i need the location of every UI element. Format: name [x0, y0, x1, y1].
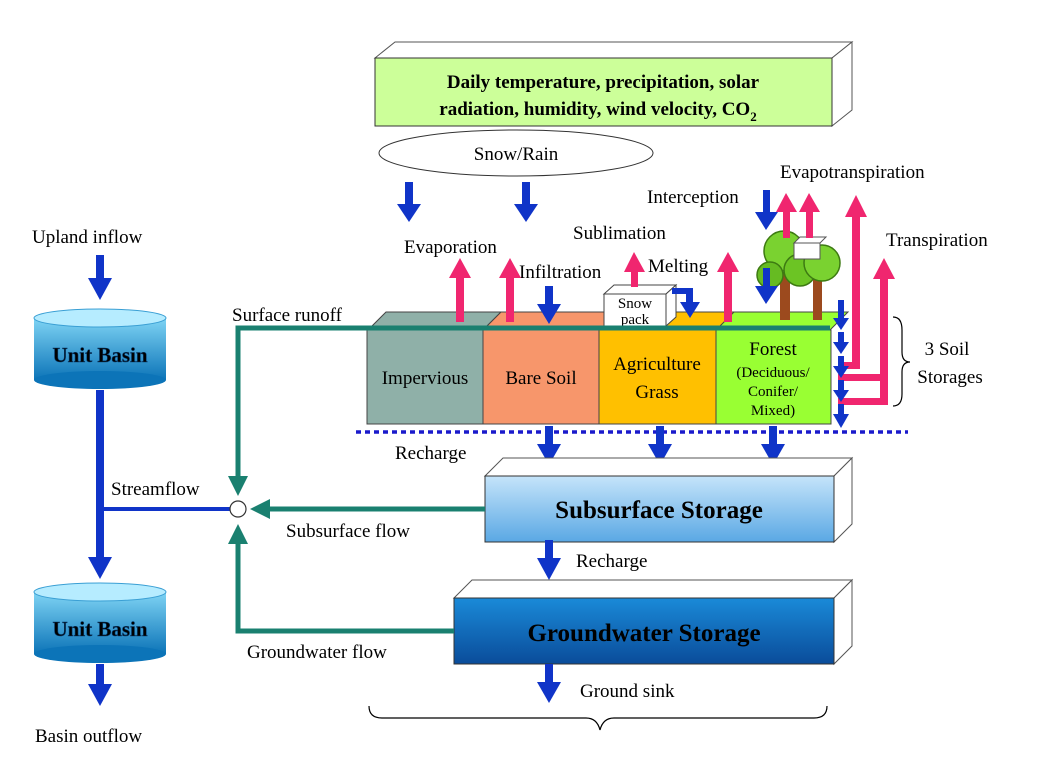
soil-layer-arrows	[833, 300, 849, 428]
snow-rain-ellipse: Snow/Rain	[378, 129, 654, 177]
recharge-bottom-label: Recharge	[576, 551, 647, 572]
surface-runoff-label: Surface runoff	[232, 305, 343, 326]
subsurface-storage-box: Subsurface Storage	[483, 456, 854, 544]
subsurface-storage-label: Subsurface Storage	[555, 497, 763, 524]
surface-runoff-flow	[228, 325, 830, 496]
groundwater-flow-line	[228, 524, 454, 634]
groundwater-storage-box: Groundwater Storage	[452, 578, 854, 666]
soil-storages-label-line2: Storages	[917, 367, 982, 388]
recharge-arrow	[537, 426, 561, 465]
transpiration-arrow	[838, 258, 895, 405]
transpiration-arrow	[838, 195, 867, 369]
groundwater-storage-label: Groundwater Storage	[527, 620, 760, 647]
agriculture-box	[598, 329, 717, 425]
infiltration-label: Infiltration	[519, 262, 602, 283]
evapotranspiration-arrow	[776, 193, 797, 238]
melting-label: Melting	[648, 256, 709, 277]
transpiration-label: Transpiration	[886, 230, 988, 251]
snow-pack-box: Snow pack	[602, 283, 678, 328]
evapotranspiration-arrow	[799, 193, 820, 238]
junction-node	[229, 500, 247, 518]
interception-label: Interception	[647, 187, 739, 208]
recharge-arrow	[761, 426, 785, 465]
ground-sink-label: Ground sink	[580, 681, 675, 702]
forest-label-line1: Forest	[749, 339, 797, 360]
interception-arrow	[755, 190, 778, 230]
soil-storages-brace: 3 Soil Storages	[892, 316, 983, 407]
precipitation-arrow	[397, 182, 421, 222]
unit-basin-bottom-label: Unit Basin	[52, 617, 147, 641]
climate-text-line2: radiation, humidity, wind velocity, CO2	[439, 99, 756, 124]
recharge-top-label: Recharge	[395, 443, 466, 464]
snow-pack-line2: pack	[621, 312, 650, 328]
agriculture-label-line1: Agriculture	[613, 354, 701, 375]
snow-pack-line1: Snow	[618, 296, 652, 312]
unit-basin-bottom-cylinder: Unit Basin	[33, 582, 167, 663]
melting-arrow	[672, 288, 700, 318]
ground-sink-arrow	[537, 664, 561, 703]
groundwater-flow-label: Groundwater flow	[247, 642, 387, 663]
streamflow-down-arrow	[88, 390, 112, 579]
forest-box	[715, 329, 832, 425]
evaporation-arrow	[499, 258, 521, 322]
precipitation-arrow	[514, 182, 538, 222]
unit-basin-top-cylinder: Unit Basin	[33, 308, 167, 389]
bare-soil-label: Bare Soil	[505, 368, 576, 389]
basin-outflow-label: Basin outflow	[35, 726, 142, 747]
infiltration-arrow	[537, 286, 561, 324]
subsurface-flow-label: Subsurface flow	[286, 521, 410, 542]
sublimation-label: Sublimation	[573, 223, 666, 244]
forest-label-line3: Conifer/	[748, 384, 799, 400]
recharge-arrow	[537, 540, 561, 580]
climate-text-line1: Daily temperature, precipitation, solar	[447, 72, 760, 93]
impervious-box	[366, 329, 484, 425]
forest-label-line2: (Deciduous/	[736, 365, 810, 381]
upland-inflow-arrow	[88, 255, 112, 300]
ground-sink-brace	[368, 705, 828, 731]
evaporation-label: Evaporation	[404, 237, 497, 258]
sublimation-arrow	[624, 252, 645, 287]
unit-basin-top-label: Unit Basin	[52, 343, 147, 367]
recharge-arrow	[648, 426, 672, 465]
forest-label-line4: Mixed)	[751, 403, 795, 419]
impervious-label: Impervious	[382, 368, 469, 389]
upland-inflow-label: Upland inflow	[32, 227, 143, 248]
throughfall-arrow	[755, 268, 778, 304]
agriculture-label-line2: Grass	[635, 382, 678, 403]
evaporation-arrow	[449, 258, 471, 322]
snow-rain-label: Snow/Rain	[474, 144, 559, 165]
streamflow-label: Streamflow	[111, 479, 200, 500]
basin-outflow-arrow	[88, 664, 112, 706]
subsurface-flow-line	[250, 499, 485, 519]
evapotranspiration-label: Evapotranspiration	[780, 162, 925, 183]
soil-storages-label-line1: 3 Soil	[925, 339, 970, 360]
climate-input-box: Daily temperature, precipitation, solar …	[373, 40, 854, 128]
evaporation-arrow	[717, 252, 739, 322]
